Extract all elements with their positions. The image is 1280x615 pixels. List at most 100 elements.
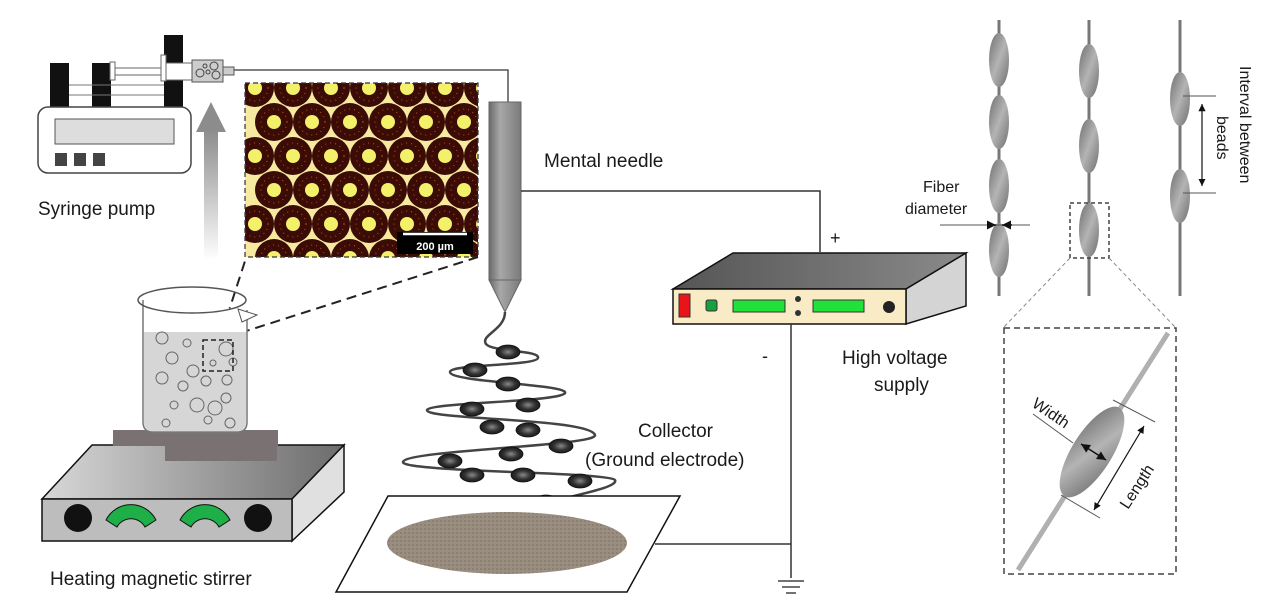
fiber-bead xyxy=(1170,169,1190,223)
pump-display xyxy=(54,118,175,145)
metal-needle xyxy=(488,101,522,314)
micro-particle-ring xyxy=(431,142,459,170)
bubble xyxy=(182,338,192,348)
bead-detail xyxy=(1003,327,1177,575)
micro-particle-ring xyxy=(260,176,288,204)
stirrer-label: Heating magnetic stirrer xyxy=(50,569,252,590)
micro-particle-core xyxy=(362,217,376,231)
stirrer-dial xyxy=(179,504,231,528)
jet-bead xyxy=(548,438,574,454)
jet-bead xyxy=(567,473,593,489)
upward-arrow-icon xyxy=(196,102,226,260)
micro-particle-core xyxy=(419,183,433,197)
jet-bead xyxy=(498,446,524,462)
micrograph: 200 µm xyxy=(244,82,479,258)
collector-label-line2: (Ground electrode) xyxy=(585,450,744,471)
micro-particle-ring xyxy=(317,210,345,238)
micro-particle-core xyxy=(324,83,338,95)
scale-bar-box xyxy=(397,232,473,254)
micro-particle-ring xyxy=(245,142,269,170)
micro-particle-core xyxy=(400,149,414,163)
collector xyxy=(334,495,682,593)
micro-particle-core xyxy=(381,251,395,257)
micro-particle-ring xyxy=(393,83,421,102)
high-voltage-supply xyxy=(670,251,969,326)
syringe-barrel xyxy=(191,59,235,83)
stirrer-dial xyxy=(105,504,157,528)
micro-particle-core xyxy=(362,83,376,95)
micro-particle xyxy=(255,239,293,257)
micro-particle-ring xyxy=(336,108,364,136)
micro-particle-ring xyxy=(245,210,269,238)
bubble xyxy=(161,418,171,428)
fiber-diameter-label-line2: diameter xyxy=(905,201,968,218)
micro-particle-core xyxy=(305,251,319,257)
fiber-bead xyxy=(1170,72,1190,126)
fiber-illustrations xyxy=(940,20,1216,329)
micro-particle-ring xyxy=(412,108,440,136)
micro-particle-core xyxy=(438,217,452,231)
micro-particle-core xyxy=(400,83,414,95)
micro-particle-ring xyxy=(355,83,383,102)
micro-particle-core xyxy=(267,251,281,257)
micro-particle-core xyxy=(419,115,433,129)
hv-power-led xyxy=(705,299,718,312)
micro-particle xyxy=(293,239,331,257)
jet-beads xyxy=(437,344,593,510)
micro-particle-ring xyxy=(355,142,383,170)
syringe-pump xyxy=(37,35,235,174)
fiber-diameter-label-line1: Fiber xyxy=(923,179,960,196)
bubble xyxy=(200,375,212,387)
jet-bead xyxy=(459,401,485,417)
hv-supply-label-line1: High voltage xyxy=(842,348,948,369)
micro-particle xyxy=(464,83,478,107)
bubble xyxy=(186,364,200,378)
micro-particle-core xyxy=(343,183,357,197)
zoom-guide-line xyxy=(239,256,479,334)
fiber-bead xyxy=(989,33,1009,87)
micro-particle-ring xyxy=(393,142,421,170)
scale-bar-label: 200 µm xyxy=(416,241,454,253)
micro-particle-ring xyxy=(374,244,402,257)
micro-particle-ring xyxy=(298,108,326,136)
bubble xyxy=(203,415,213,425)
micro-particle-ring xyxy=(298,244,326,257)
micro-particle-core xyxy=(324,217,338,231)
fiber-bead xyxy=(1079,203,1099,257)
micro-particle-ring xyxy=(412,176,440,204)
hv-red-indicator xyxy=(678,293,691,318)
bubble xyxy=(221,374,233,386)
bead-selection-box xyxy=(1069,202,1110,259)
micro-particle-ring xyxy=(260,108,288,136)
jet-bead xyxy=(437,453,463,469)
micro-particle-core xyxy=(400,217,414,231)
bubble xyxy=(209,359,217,367)
interval-label-line2: beads xyxy=(1213,116,1230,160)
micro-particle-core xyxy=(324,149,338,163)
jet-bead xyxy=(495,376,521,392)
micro-particle-core xyxy=(286,217,300,231)
pump-button xyxy=(74,153,86,166)
micro-particle-core xyxy=(438,83,452,95)
hv-display-right xyxy=(812,299,865,313)
bubble xyxy=(207,400,223,416)
micro-particle-core xyxy=(305,115,319,129)
micro-particle-ring xyxy=(374,176,402,204)
jet-bead xyxy=(510,467,536,483)
micro-particle-ring xyxy=(374,108,402,136)
beaker xyxy=(137,286,259,433)
micro-particle-ring xyxy=(431,83,459,102)
jet-bead xyxy=(462,362,488,378)
micro-particle-ring xyxy=(260,244,288,257)
jet-bead xyxy=(495,344,521,360)
micro-particle-core xyxy=(343,251,357,257)
micro-particle-ring xyxy=(279,83,307,102)
stirrer-knob xyxy=(244,504,272,532)
needle-label: Mental needle xyxy=(544,151,663,172)
bubble xyxy=(169,400,179,410)
hv-display-left xyxy=(732,299,786,313)
micro-particle-core xyxy=(381,115,395,129)
micro-particle-ring xyxy=(317,142,345,170)
pump-button xyxy=(93,153,105,166)
jet-bead xyxy=(479,419,505,435)
